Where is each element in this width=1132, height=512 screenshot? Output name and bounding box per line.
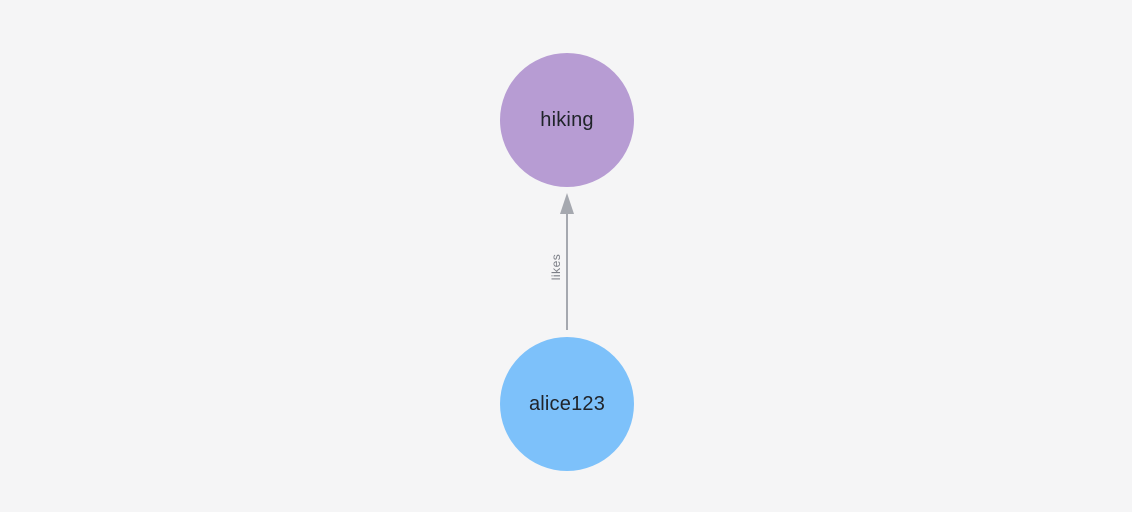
edge-label-likes: likes: [549, 253, 563, 281]
arrowhead-up-icon: [560, 193, 574, 214]
node-label-hiking: hiking: [540, 108, 594, 131]
graph-node-hiking[interactable]: hiking: [500, 53, 634, 187]
graph-node-alice123[interactable]: alice123: [500, 337, 634, 471]
node-label-alice123: alice123: [528, 392, 606, 415]
edge-line-likes: [566, 211, 568, 330]
